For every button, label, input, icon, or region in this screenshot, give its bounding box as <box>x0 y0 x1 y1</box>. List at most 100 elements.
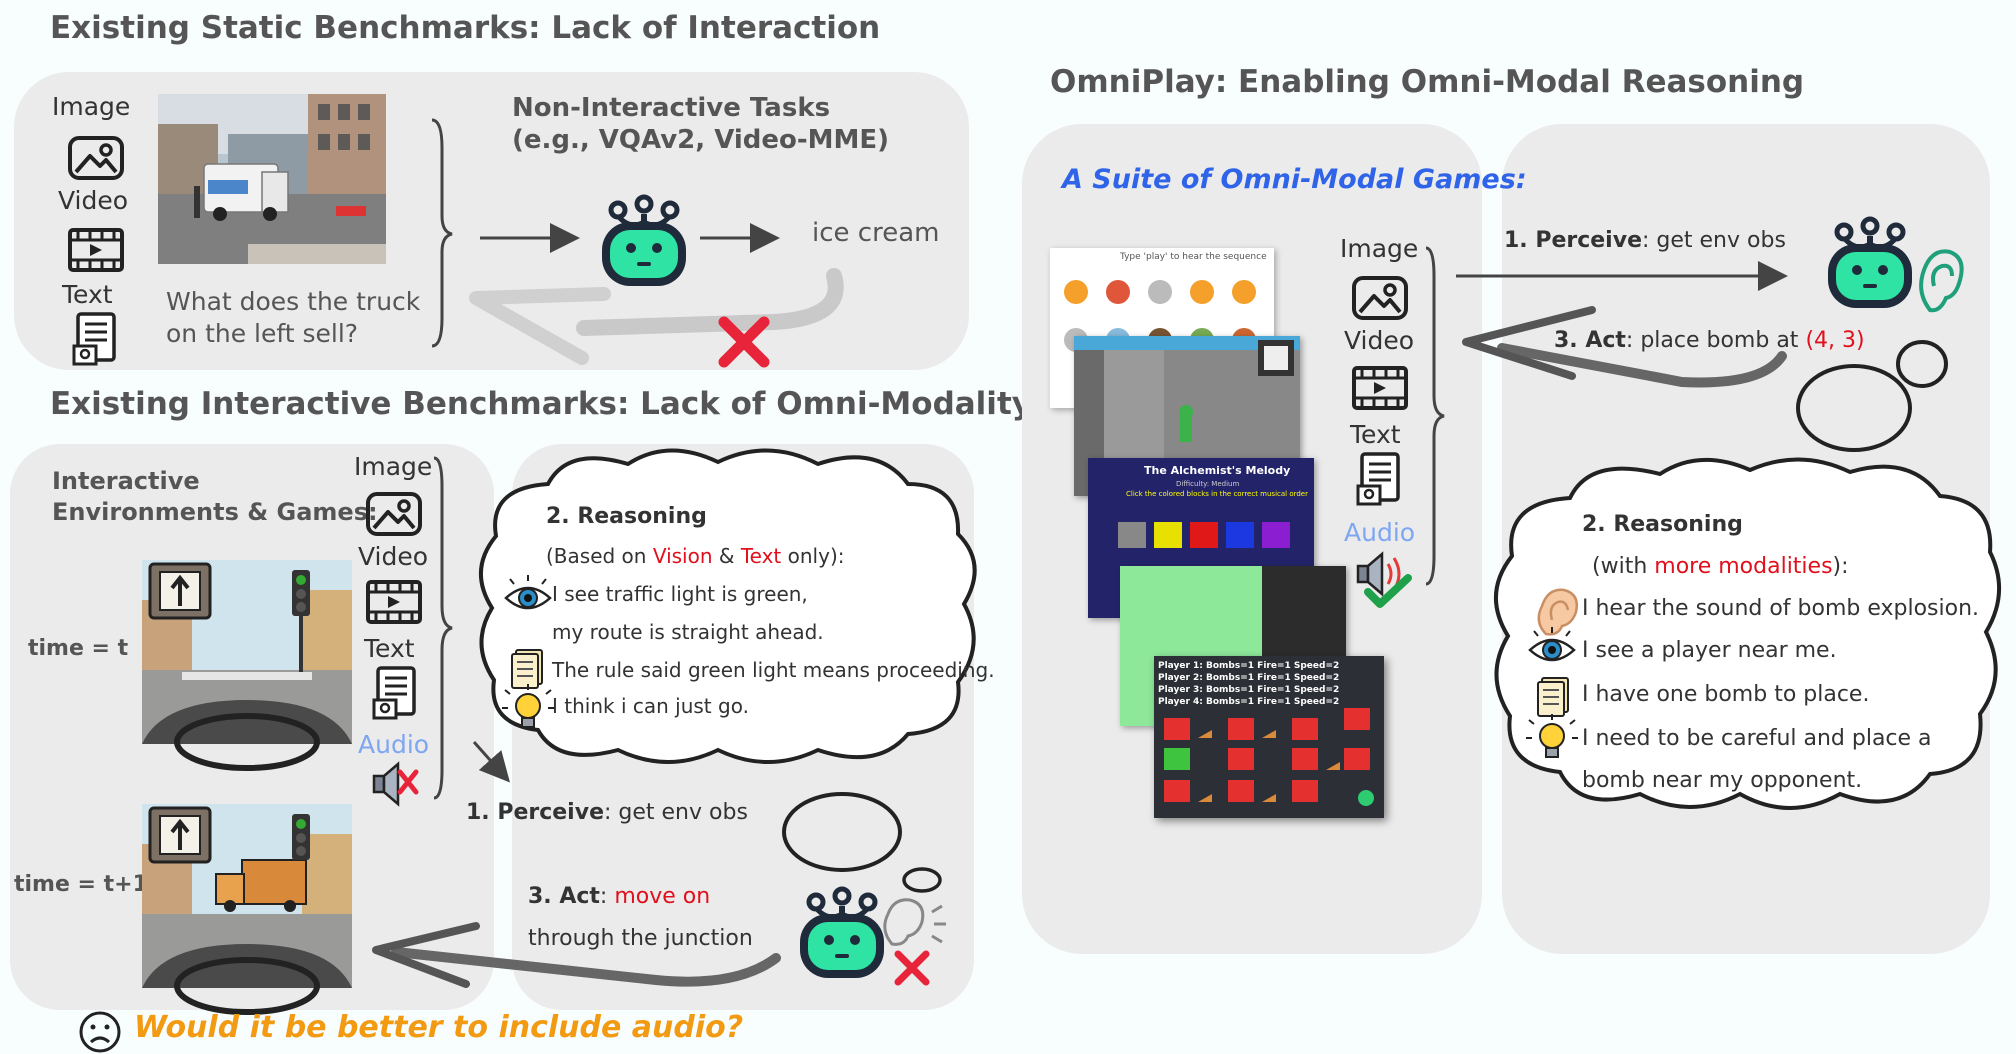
int-video-label: Video <box>358 542 429 571</box>
audio-question: Would it be better to include audio? <box>134 1010 744 1045</box>
eye-icon <box>504 573 552 610</box>
int-image-label: Image <box>354 452 433 481</box>
int-audio-label: Audio <box>358 730 430 759</box>
robot-icon <box>1820 216 1920 316</box>
omni-video-label: Video <box>1344 326 1415 355</box>
omni-text-label: Text <box>1350 420 1401 449</box>
lightbulb-icon <box>501 683 555 728</box>
lightbulb-icon <box>1525 713 1579 758</box>
static-answer: ice cream <box>812 218 940 248</box>
omni-reasoning-title: 2. Reasoning <box>1582 512 1743 537</box>
int-perceive: 1. Perceive: get env obs <box>466 800 748 825</box>
static-image-label: Image <box>52 92 131 121</box>
driving-scene-t1 <box>142 804 352 1015</box>
env-label-1: Interactive <box>52 467 200 495</box>
bomber-grid <box>1164 708 1374 806</box>
perceive-num: 1. <box>466 800 498 825</box>
speaker-muted-icon <box>372 762 419 806</box>
alchemist-blocks <box>1118 522 1290 548</box>
omni-act-bold: Act <box>1585 328 1626 353</box>
bomber-stats: Player 1: Bombs=1 Fire=1 Speed=2 Player … <box>1158 660 1339 708</box>
omni-reasoning-cloud <box>1494 457 2001 810</box>
street-photo <box>158 94 386 264</box>
reason-1: I see traffic light is green, <box>552 582 808 606</box>
robot-icon <box>792 886 892 986</box>
reason-1b: my route is straight ahead. <box>552 620 824 644</box>
omni-act-num: 3. <box>1554 328 1586 353</box>
cross-icon <box>704 310 784 374</box>
omniplay-heading: OmniPlay: Enabling Omni-Modal Reasoning <box>1050 64 1805 100</box>
tasks-line-1: Non-Interactive Tasks <box>512 93 831 123</box>
time-t1-label: time = t+1 <box>14 872 148 897</box>
text-document-icon <box>372 666 416 720</box>
ear-icon <box>1919 249 1964 313</box>
reasoning-cloud <box>479 448 977 764</box>
bomber-line: Player 1: Bombs=1 Fire=1 Speed=2 <box>1158 661 1340 671</box>
suite-title: A Suite of Omni-Modal Games: <box>1062 164 1527 195</box>
omni-reason-1: I hear the sound of bomb explosion. <box>1582 596 1980 621</box>
with-prefix: (with <box>1592 554 1655 579</box>
with-suffix: ): <box>1832 554 1849 579</box>
bomber-line: Player 3: Bombs=1 Fire=1 Speed=2 <box>1158 685 1340 695</box>
question-line-1: What does the truck <box>166 287 421 316</box>
ear-icon <box>883 898 946 946</box>
with-more: more modalities <box>1654 554 1833 579</box>
act-bold: Act <box>559 884 600 909</box>
based-vision: Vision <box>652 544 713 568</box>
alchemist-difficulty: Difficulty: Medium <box>1176 480 1240 488</box>
omni-reasoning-with: (with more modalities): <box>1592 554 1849 579</box>
omni-reason-2: I see a player near me. <box>1582 638 1837 663</box>
omni-thought-bubbles <box>1796 340 1948 452</box>
omni-brace <box>1425 246 1445 586</box>
perceive-rest: : get env obs <box>604 800 748 825</box>
omni-audio-label: Audio <box>1344 518 1416 547</box>
document-icon <box>511 649 543 689</box>
time-t-label: time = t <box>28 636 129 661</box>
reasoning-based: (Based on Vision & Text only): <box>546 544 844 568</box>
image-icon <box>68 136 124 180</box>
omni-perceive-bold: Perceive <box>1535 228 1642 253</box>
omni-act-rest: : place bomb at <box>1625 328 1806 353</box>
int-act-line2: through the junction <box>528 926 753 951</box>
thought-bubbles <box>782 792 942 893</box>
env-label: Interactive Environments & Games: <box>52 466 378 528</box>
eye-icon <box>1528 625 1576 662</box>
omni-act-red: (4, 3) <box>1805 328 1865 353</box>
robot-icon <box>594 196 694 296</box>
omni-perceive-num: 1. <box>1504 228 1536 253</box>
perceive-bold: Perceive <box>497 800 604 825</box>
game-seq-instr: Type 'play' to hear the sequence <box>1120 252 1267 262</box>
ear-icon <box>1537 588 1579 636</box>
static-video-label: Video <box>58 186 129 215</box>
act-return-arrow <box>372 922 781 988</box>
static-tasks: Non-Interactive Tasks (e.g., VQAv2, Vide… <box>512 92 889 156</box>
static-heading: Existing Static Benchmarks: Lack of Inte… <box>50 10 881 46</box>
alchemist-instr: Click the colored blocks in the correct … <box>1126 490 1308 498</box>
video-icon <box>366 580 422 624</box>
cross-icon <box>894 950 930 986</box>
env-label-2: Environments & Games: <box>52 498 378 526</box>
question-line-2: on the left sell? <box>166 319 359 348</box>
omni-perceive-rest: : get env obs <box>1642 228 1786 253</box>
interactive-heading: Existing Interactive Benchmarks: Lack of… <box>50 386 1032 422</box>
omni-reason-3: I have one bomb to place. <box>1582 682 1870 707</box>
based-amp: & <box>712 544 741 568</box>
static-question: What does the truck on the left sell? <box>166 286 420 350</box>
tasks-line-2: (e.g., VQAv2, Video-MME) <box>512 125 890 155</box>
alchemist-title: The Alchemist's Melody <box>1144 464 1291 477</box>
bomber-line: Player 4: Bombs=1 Fire=1 Speed=2 <box>1158 697 1340 707</box>
game-bomber-screen: Player 1: Bombs=1 Fire=1 Speed=2 Player … <box>1154 656 1384 818</box>
text-document-icon <box>1356 452 1400 506</box>
sad-face-icon <box>79 1011 121 1053</box>
act-colon: : <box>599 884 615 909</box>
based-prefix: (Based on <box>546 544 653 568</box>
omni-image-label: Image <box>1340 234 1419 263</box>
static-brace <box>431 118 453 348</box>
omni-reason-4: I need to be careful and place a <box>1582 726 1932 751</box>
document-icon <box>1537 677 1569 717</box>
video-icon <box>68 228 124 272</box>
down-arrow <box>472 741 510 783</box>
text-document-icon <box>72 312 116 366</box>
reason-3: I think i can just go. <box>552 694 749 718</box>
